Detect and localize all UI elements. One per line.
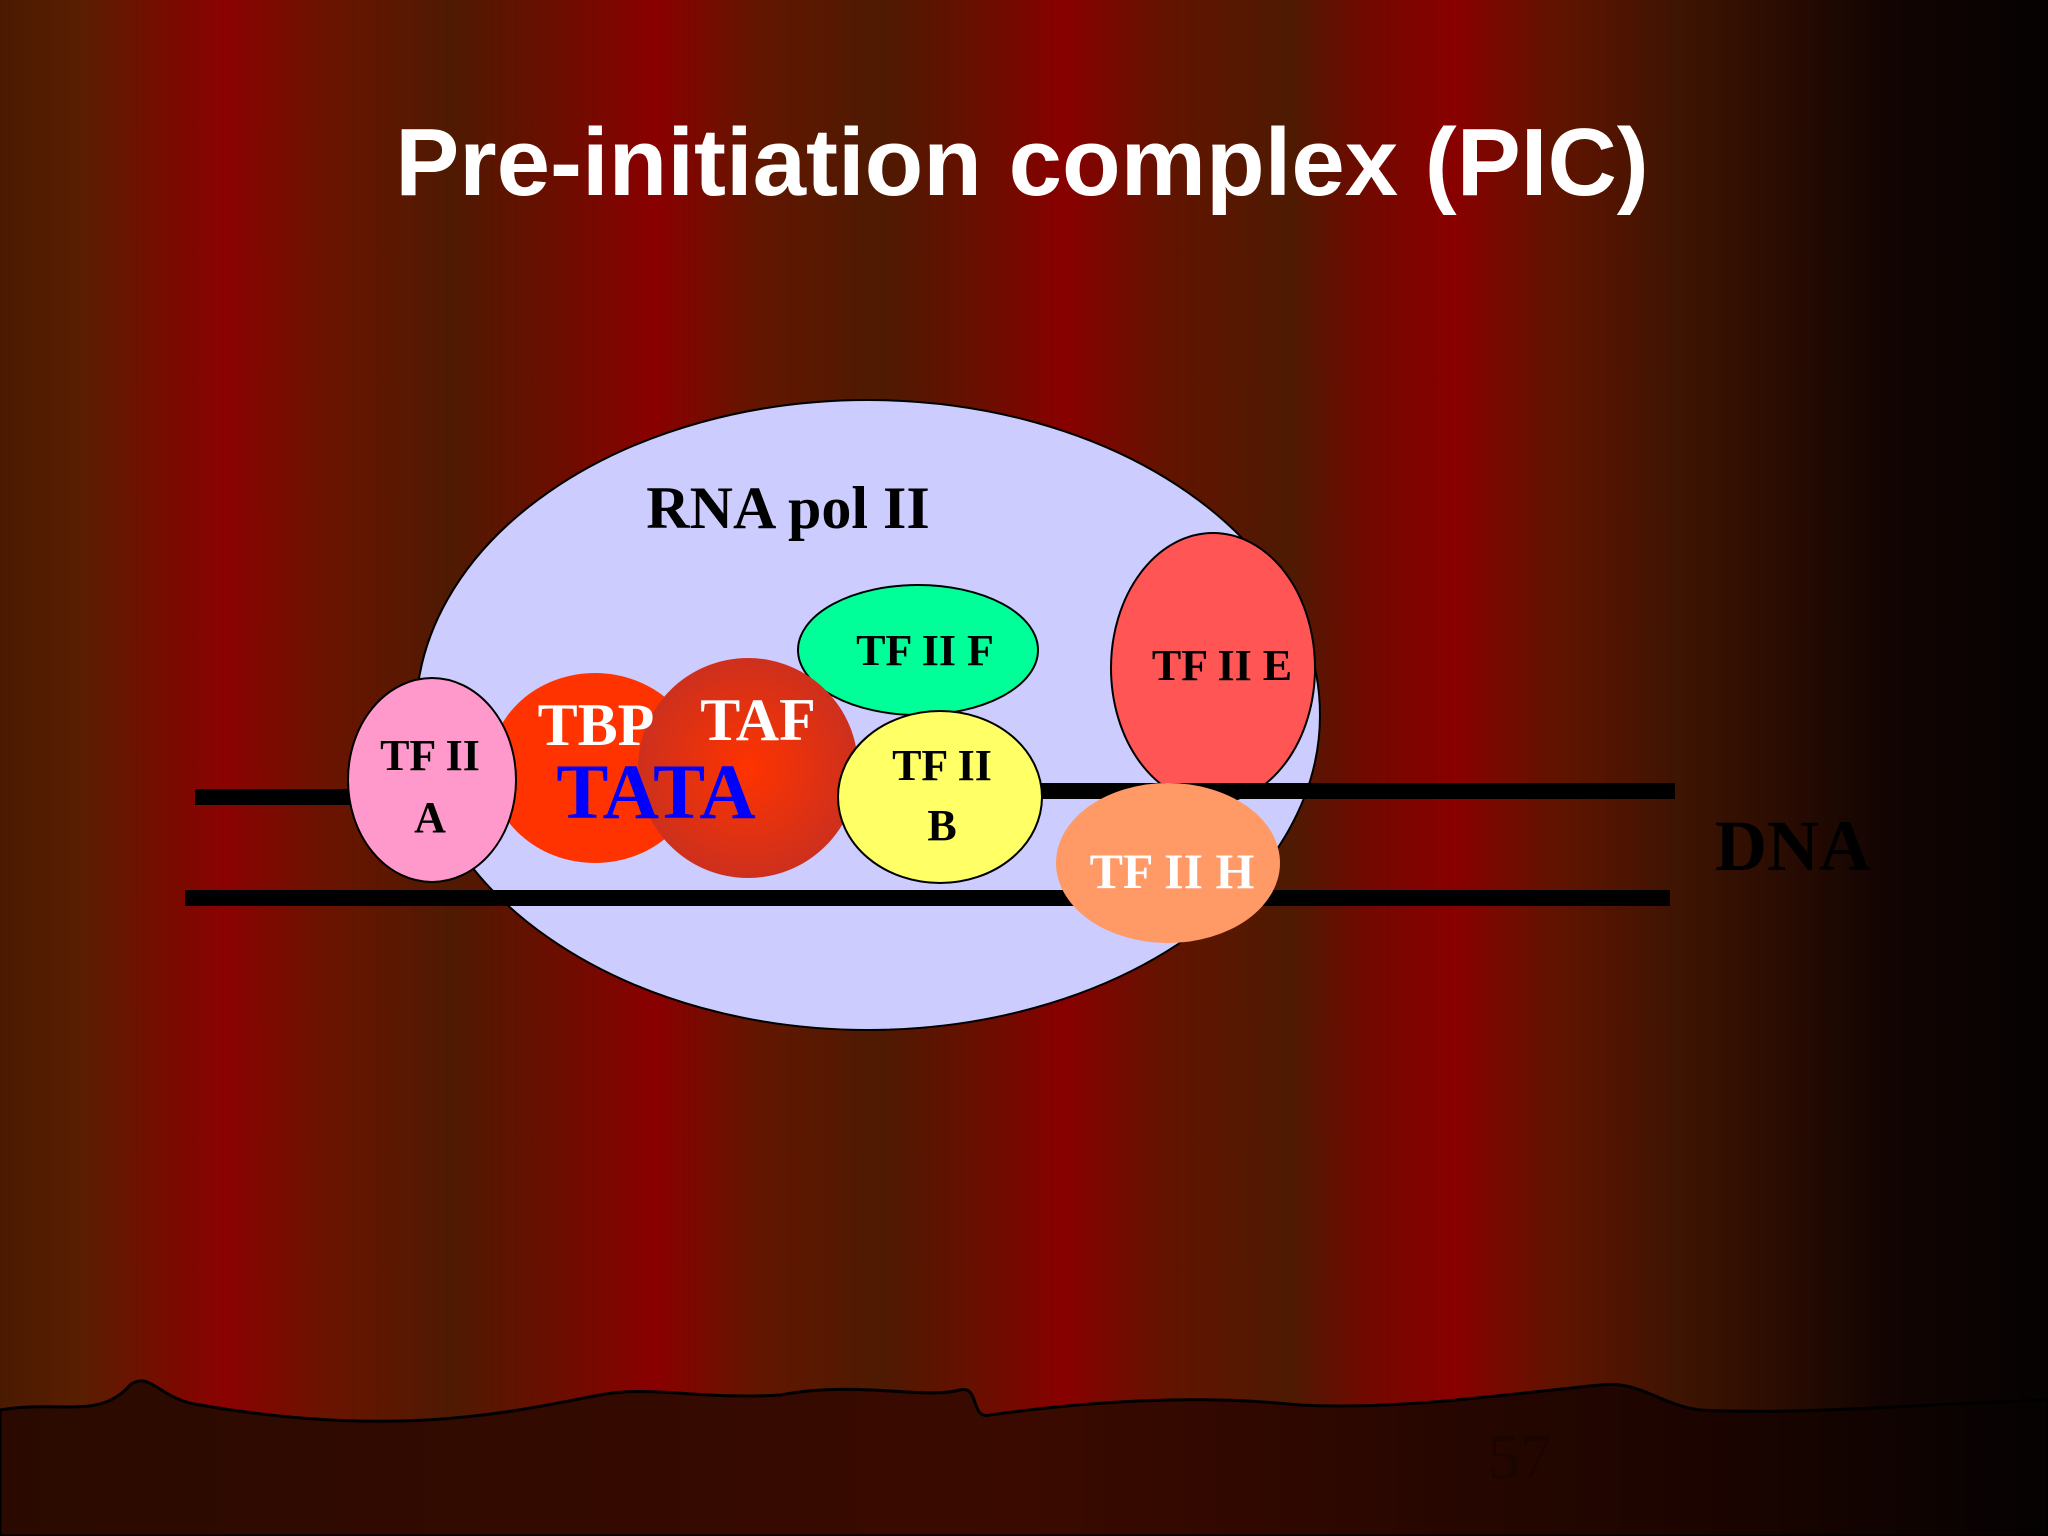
curtain-fringe: [0, 1379, 2048, 1536]
tfiib-label-line2: B: [927, 801, 956, 850]
tfiie-label: TF II E: [1152, 641, 1292, 690]
tfiia-label-line1: TF II: [380, 731, 480, 780]
tfiib-ellipse: [837, 710, 1043, 884]
page-number: 57: [1488, 1421, 1552, 1492]
tata-label: TATA: [556, 748, 755, 835]
rna-pol-ii-label: RNA pol II: [646, 475, 929, 541]
tfiib-label-line1: TF II: [892, 741, 992, 790]
tfiih-ellipse: [1056, 783, 1280, 943]
tfiia-label-line2: A: [414, 793, 446, 842]
taf-ellipse: [638, 658, 858, 878]
tfiif-label: TF II F: [856, 626, 994, 675]
taf-label: TAF: [700, 687, 816, 753]
dna-label: DNA: [1715, 806, 1871, 886]
slide-title: Pre-initiation complex (PIC): [395, 109, 1648, 216]
tfiia-ellipse: [347, 677, 517, 883]
tbp-label: TBP: [538, 692, 655, 758]
tfiih-label: TF II H: [1090, 843, 1255, 899]
tbp-ellipse: [490, 673, 700, 863]
